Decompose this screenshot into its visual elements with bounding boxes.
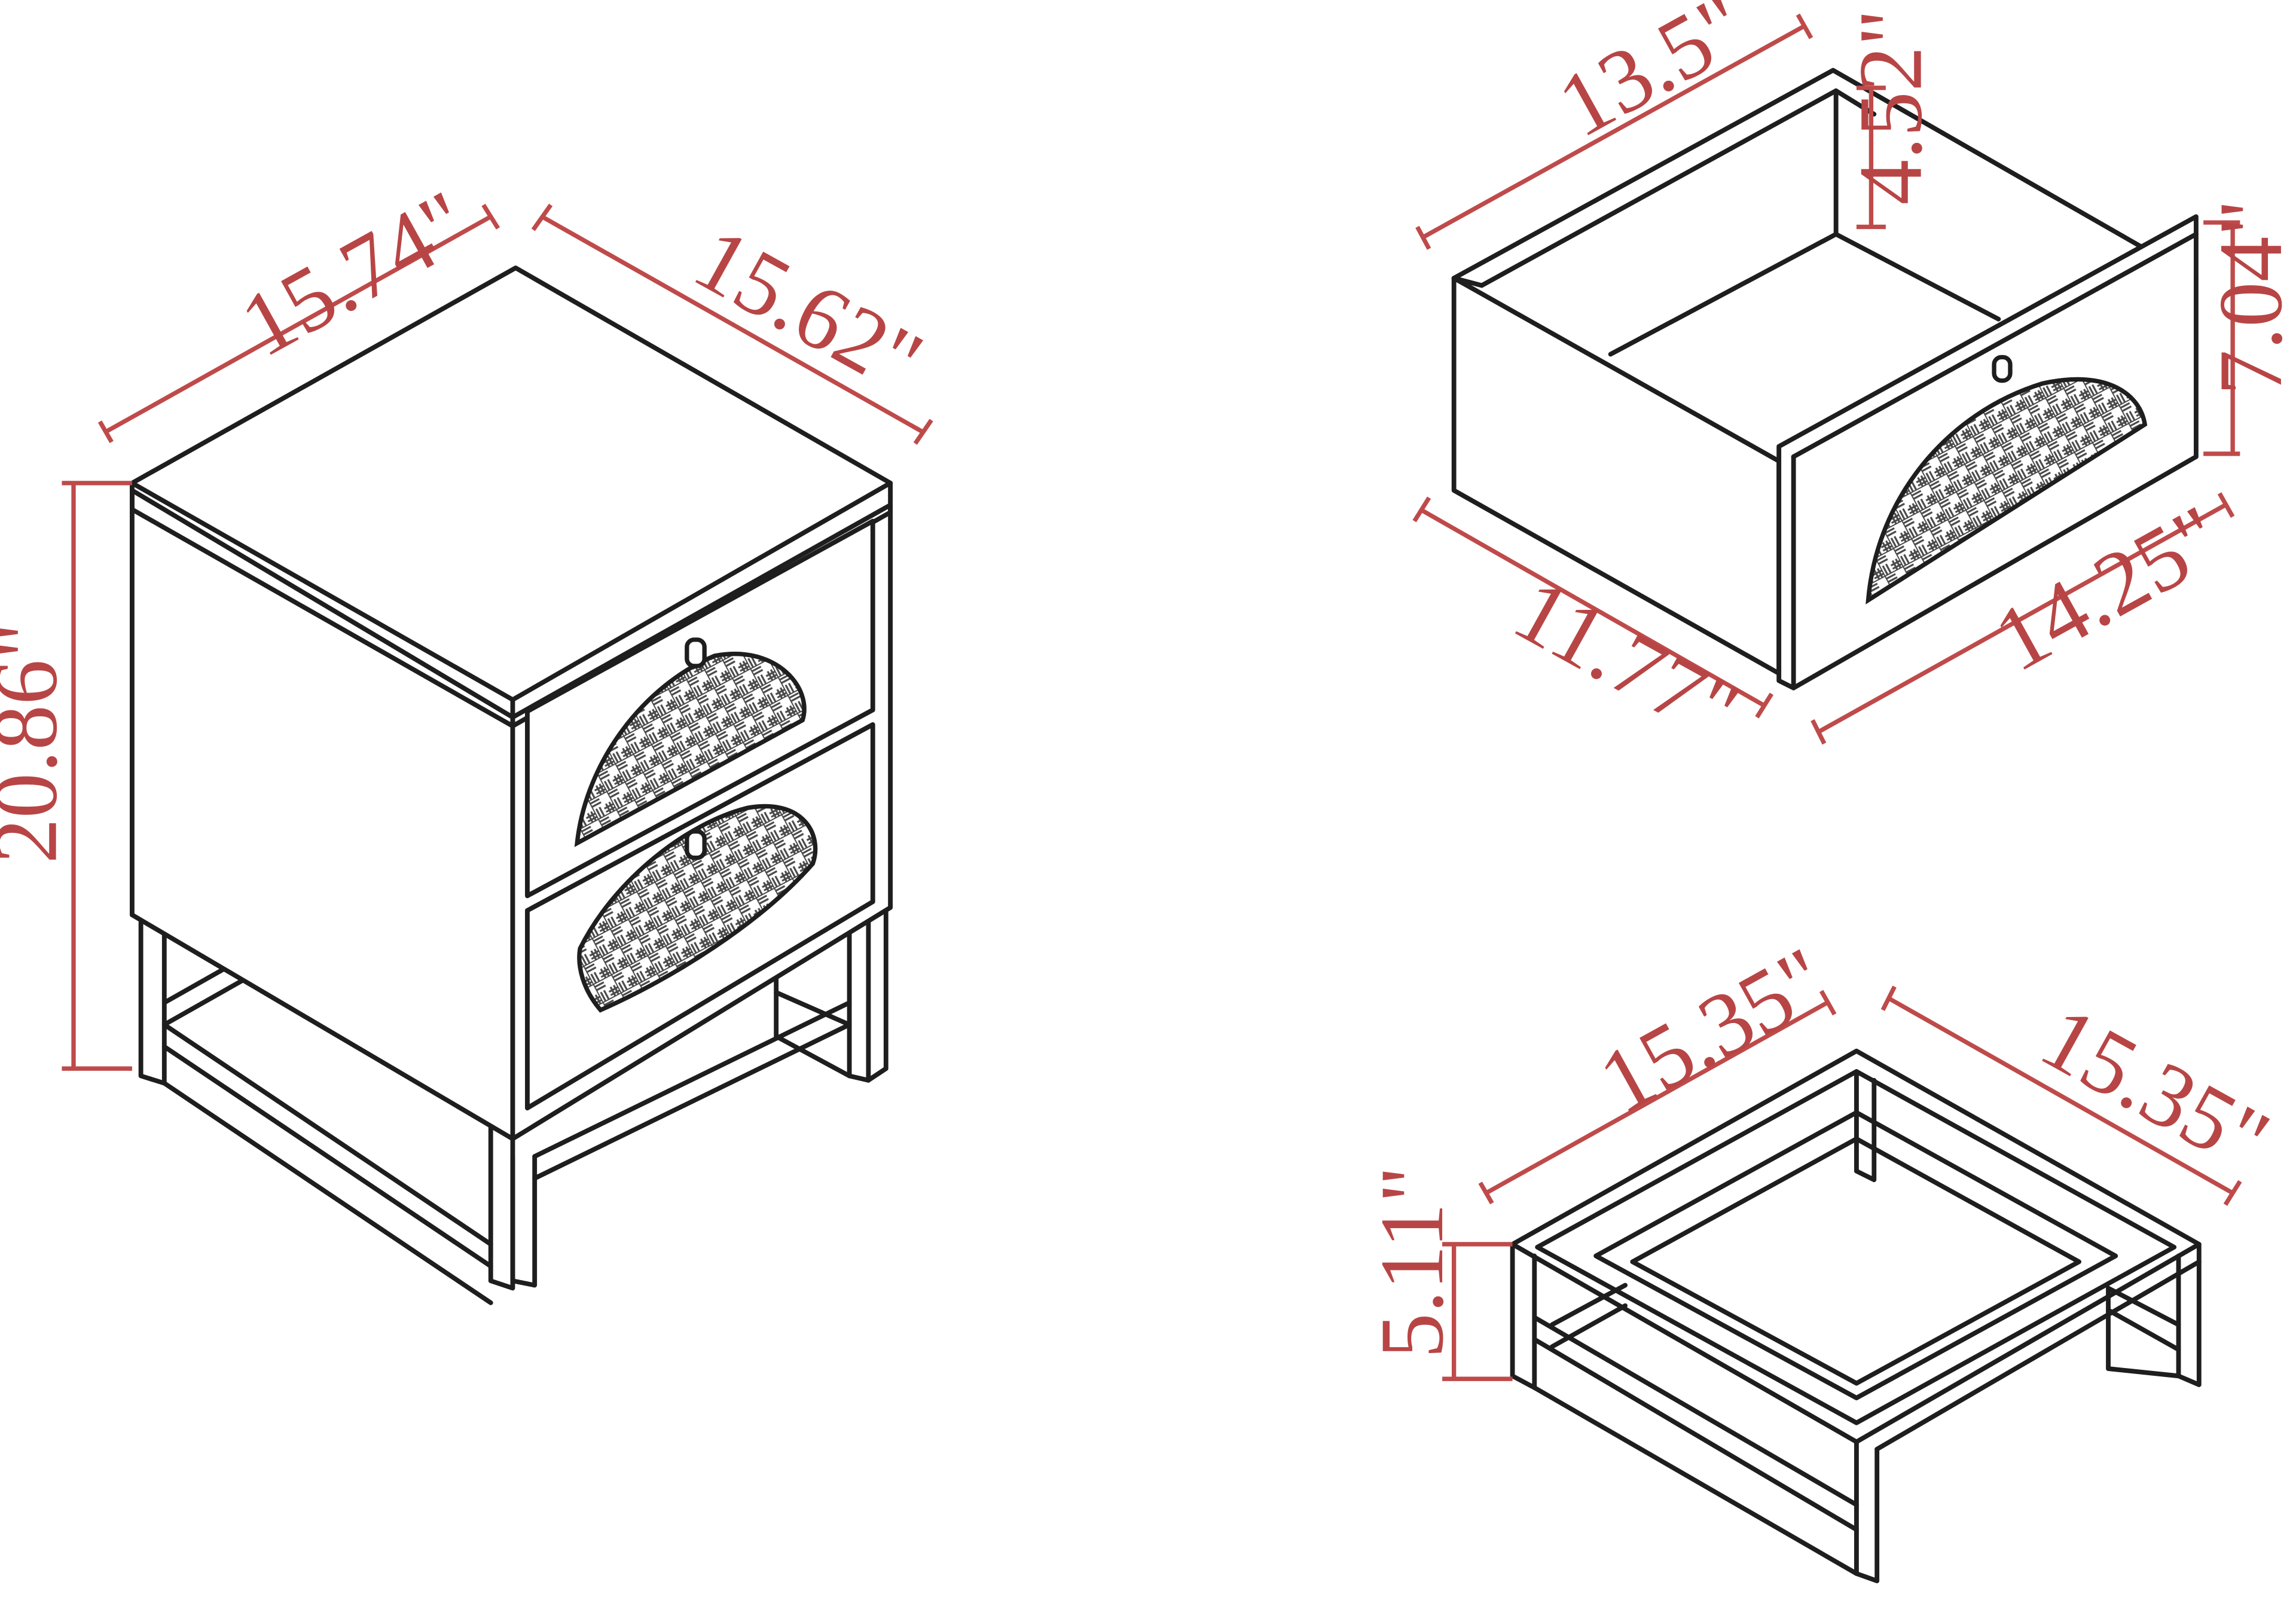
frame-width-label: 15.35" xyxy=(2026,987,2285,1192)
nightstand-base xyxy=(138,884,889,1305)
frame-dimension-height: 5.11" xyxy=(1361,1166,1513,1381)
drawer-rattan-panel xyxy=(1866,377,2148,604)
drawer-inner-height-label: 4.52" xyxy=(1840,9,1941,205)
frame-height-label: 5.11" xyxy=(1361,1166,1462,1358)
upper-knob-icon[interactable] xyxy=(685,637,707,668)
base-frame-drawing: 15.35" 15.35" 5.11" xyxy=(1361,928,2285,1583)
upper-rattan-panel xyxy=(574,651,807,847)
dimension-height: 20.86" xyxy=(0,481,132,1071)
drawer-knob-icon xyxy=(1992,355,2013,383)
frame-dimension-width: 15.35" xyxy=(1880,985,2285,1206)
nightstand-drawing: 15.74" 15.62" 20.86" xyxy=(0,171,939,1305)
lower-knob-icon[interactable] xyxy=(685,829,707,860)
drawer-front-height-label: 7.04" xyxy=(2200,199,2296,395)
lower-rattan-panel xyxy=(577,804,818,1013)
height-label: 20.86" xyxy=(0,622,76,863)
drawer-dimension-inner-height: 4.52" xyxy=(1840,9,1941,230)
drawer-dimension-front-height: 7.04" xyxy=(2200,199,2296,456)
drawer-drawing: 13.5" 4.52" 7.04" 11.77" 14.25" xyxy=(1412,0,2296,762)
